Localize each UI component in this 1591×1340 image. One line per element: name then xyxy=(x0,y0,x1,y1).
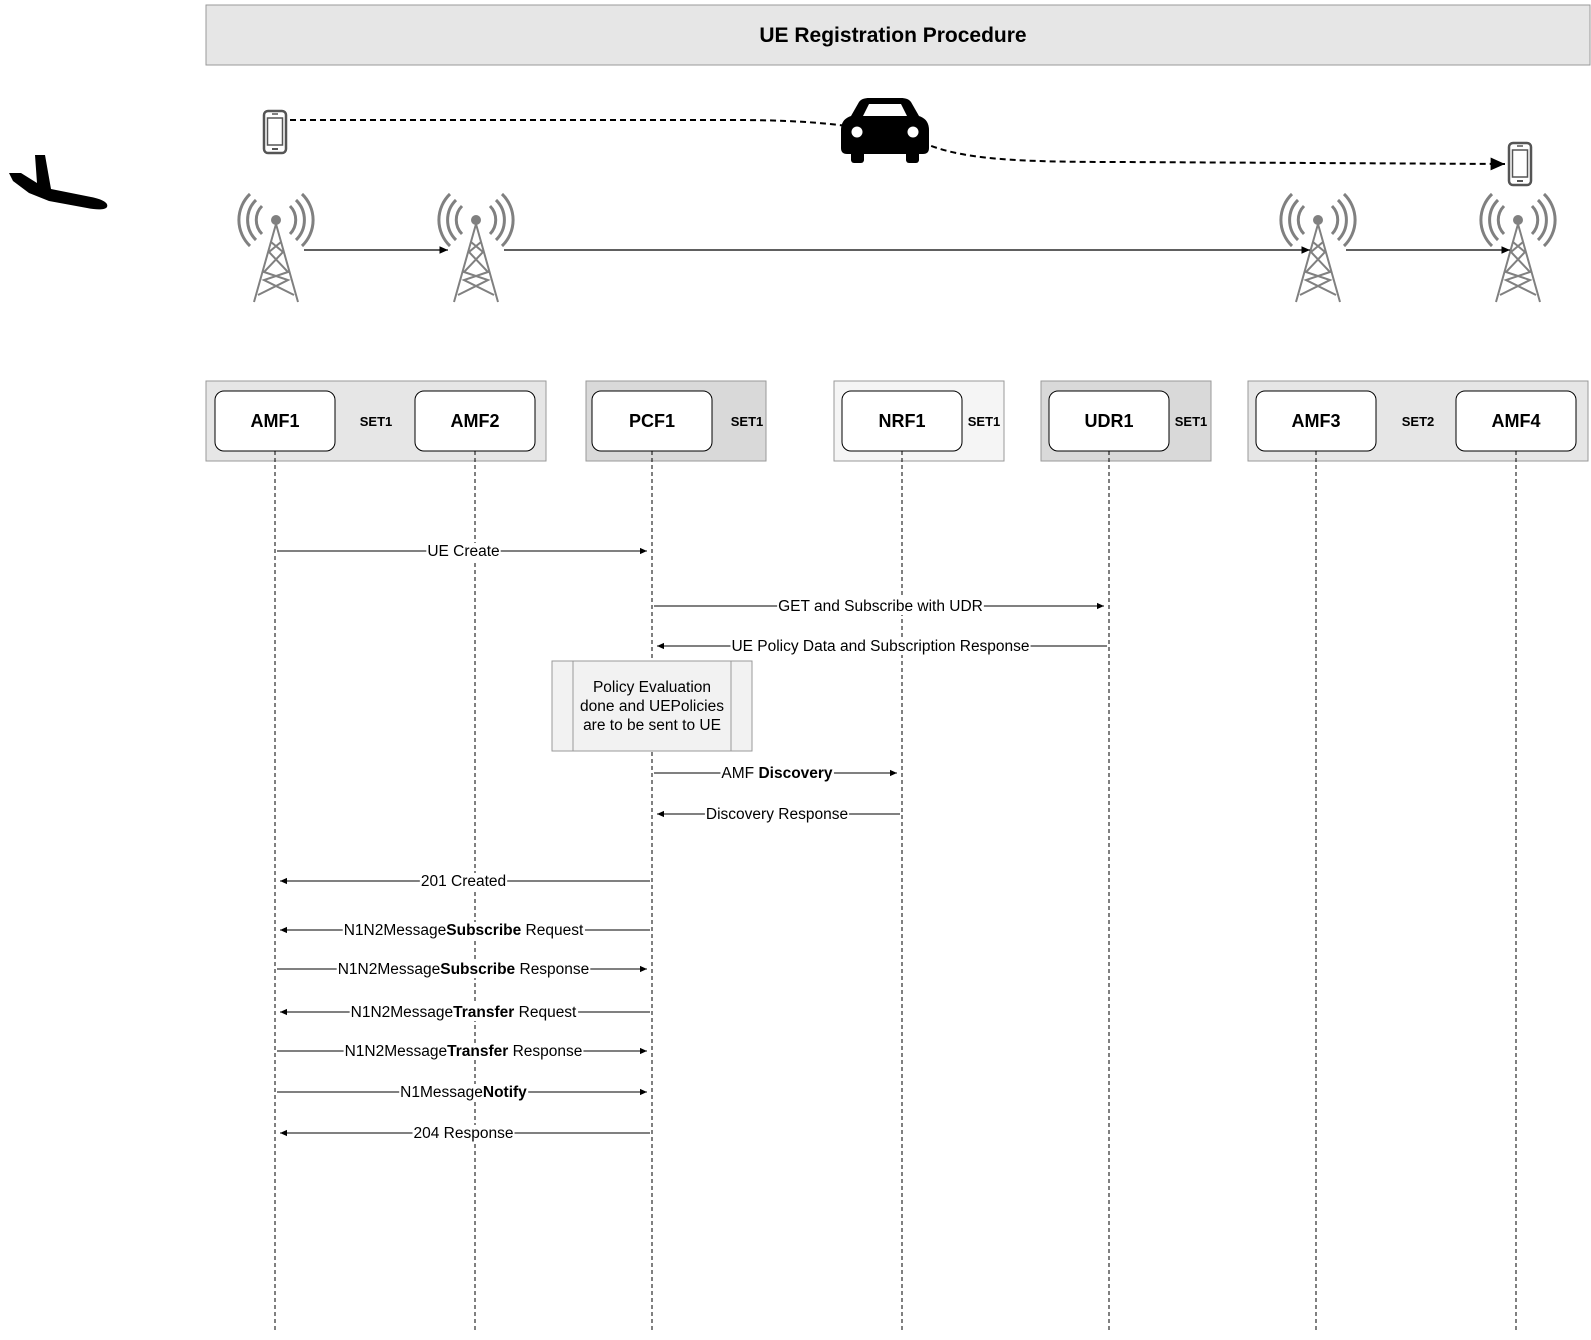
node-label-amf2: AMF2 xyxy=(451,411,500,431)
message-label: UE Policy Data and Subscription Response xyxy=(731,638,1029,655)
message-label: GET and Subscribe with UDR xyxy=(778,598,983,615)
set-label: SET1 xyxy=(731,414,764,429)
process-note-line: done and UEPolicies xyxy=(580,698,724,715)
message-label-bg xyxy=(419,873,508,890)
node-amf3[interactable] xyxy=(1255,390,1377,452)
cell-tower-icon xyxy=(1279,192,1357,304)
process-note-line: are to be sent to UE xyxy=(583,717,721,734)
node-label-amf1: AMF1 xyxy=(251,411,300,431)
message-label-bg xyxy=(720,765,834,782)
node-amf1[interactable] xyxy=(214,390,336,452)
message-label: 201 Created xyxy=(421,873,506,890)
message-label-bg xyxy=(349,1004,579,1021)
set-label: SET2 xyxy=(1402,414,1435,429)
mobility-path xyxy=(290,119,849,127)
message-label-bg xyxy=(343,1043,584,1060)
set-label: SET1 xyxy=(1175,414,1208,429)
title-banner xyxy=(205,4,1591,66)
car-icon xyxy=(841,98,929,163)
message-8: N1N2MessageSubscribe Response xyxy=(277,961,647,978)
message-3: UE Policy Data and Subscription Response xyxy=(657,638,1107,655)
cell-tower-icon xyxy=(1479,192,1557,304)
message-label-bg xyxy=(704,806,850,823)
message-5: Discovery Response xyxy=(657,806,900,823)
message-label: UE Create xyxy=(427,543,499,560)
message-label: N1N2MessageTransfer Request xyxy=(351,1004,577,1021)
node-label-amf4: AMF4 xyxy=(1492,411,1541,431)
process-note xyxy=(551,660,753,752)
diagram-title: UE Registration Procedure xyxy=(759,24,1026,47)
message-7: N1N2MessageSubscribe Request xyxy=(280,922,650,939)
cell-tower-icon xyxy=(237,192,315,304)
message-label: N1N2MessageSubscribe Response xyxy=(338,961,590,978)
message-6: 201 Created xyxy=(280,873,650,890)
message-label-bg xyxy=(730,638,1031,655)
process-note-line: Policy Evaluation xyxy=(593,679,711,696)
message-11: N1MessageNotify xyxy=(277,1084,647,1101)
message-label: 204 Response xyxy=(414,1125,514,1142)
message-label-bg xyxy=(426,543,501,560)
node-label-udr1: UDR1 xyxy=(1084,411,1133,431)
message-1: UE Create xyxy=(277,543,647,560)
message-4: AMF Discovery xyxy=(654,765,897,782)
node-label-amf3: AMF3 xyxy=(1292,411,1341,431)
mobility-path xyxy=(921,141,1506,171)
message-label: AMF Discovery xyxy=(721,765,833,782)
node-amf2[interactable] xyxy=(414,390,536,452)
node-pcf1[interactable] xyxy=(591,390,713,452)
message-12: 204 Response xyxy=(280,1125,650,1142)
message-label: N1MessageNotify xyxy=(400,1084,527,1101)
node-udr1[interactable] xyxy=(1048,390,1170,452)
mobile-phone-icon xyxy=(262,109,288,155)
message-label-bg xyxy=(342,922,585,939)
message-10: N1N2MessageTransfer Response xyxy=(277,1043,647,1060)
set-label: SET1 xyxy=(968,414,1001,429)
node-label-pcf1: PCF1 xyxy=(629,411,675,431)
message-label: Discovery Response xyxy=(706,806,848,823)
mobile-phone-icon xyxy=(1507,141,1533,187)
node-nrf1[interactable] xyxy=(841,390,963,452)
message-label: N1N2MessageSubscribe Request xyxy=(344,922,584,939)
message-label: N1N2MessageTransfer Response xyxy=(345,1043,583,1060)
message-label-bg xyxy=(336,961,591,978)
set-label: SET1 xyxy=(360,414,393,429)
node-amf4[interactable] xyxy=(1455,390,1577,452)
message-label-bg xyxy=(399,1084,529,1101)
airplane-icon xyxy=(9,155,108,210)
node-label-nrf1: NRF1 xyxy=(878,411,925,431)
message-label-bg xyxy=(777,598,984,615)
cell-tower-icon xyxy=(437,192,515,304)
message-label-bg xyxy=(412,1125,515,1142)
message-9: N1N2MessageTransfer Request xyxy=(280,1004,650,1021)
message-2: GET and Subscribe with UDR xyxy=(654,598,1104,615)
